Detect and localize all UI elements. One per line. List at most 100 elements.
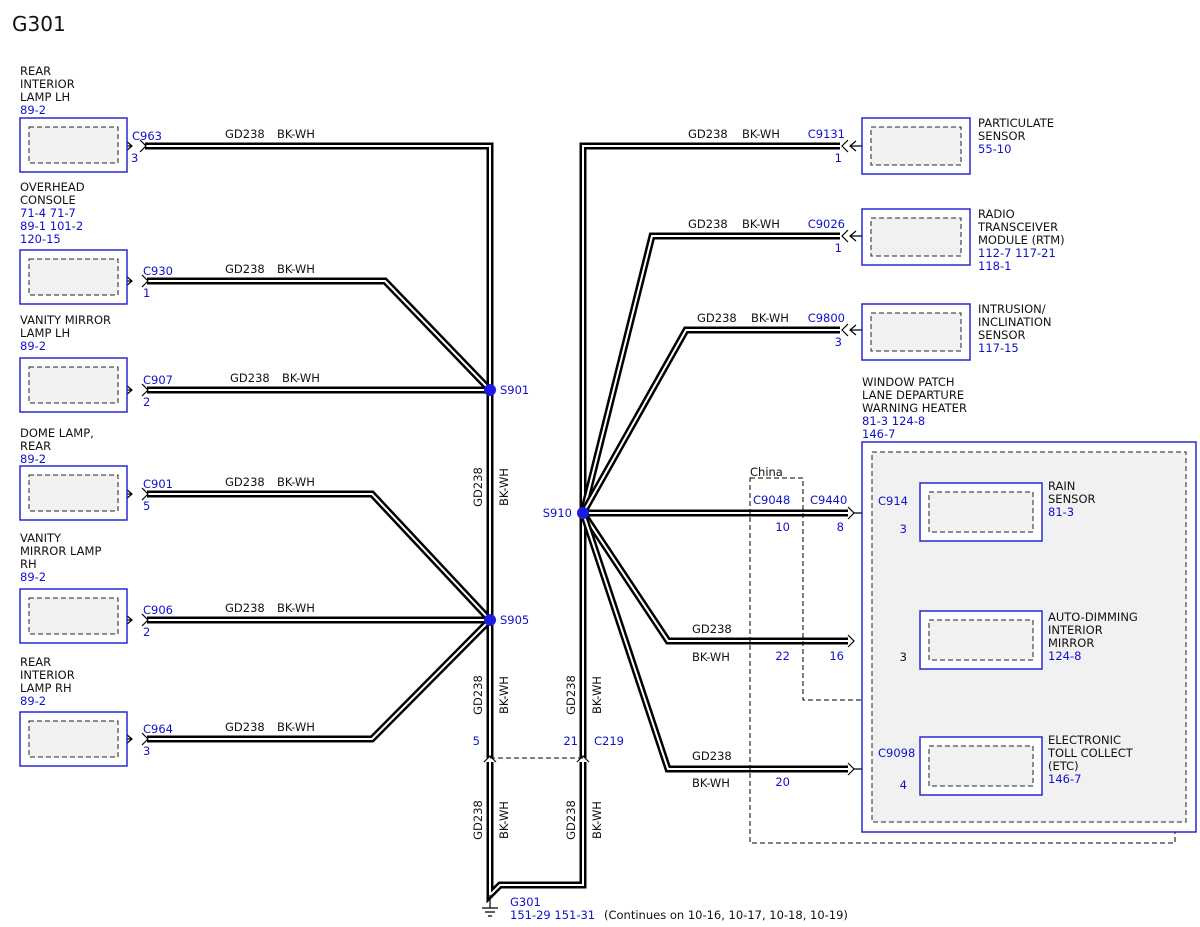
window-patch-name-line: WINDOW PATCH xyxy=(862,375,955,389)
left-1-name-line: OVERHEAD xyxy=(20,180,85,194)
left-3-ref: 89-2 xyxy=(20,452,46,466)
etc-wire-color: BK-WH xyxy=(692,776,730,790)
window-patch-ref: 81-3 124-8 xyxy=(862,414,925,428)
right-2-name-line: INTRUSION/ xyxy=(978,302,1046,316)
inner-0-name-line: RAIN xyxy=(1048,479,1075,493)
right-1-name-line: RADIO xyxy=(978,207,1015,221)
left-3-wire-color: BK-WH xyxy=(277,475,315,489)
splice-s905-label: S905 xyxy=(500,613,529,627)
inner-component-0-box-inner xyxy=(928,491,1034,533)
left-1-wire-color: BK-WH xyxy=(277,262,315,276)
right-2-pin: 3 xyxy=(835,335,842,349)
left-1-name-line: CONSOLE xyxy=(20,193,76,207)
right-1-name-line: TRANSCEIVER xyxy=(977,220,1058,234)
c219-pin-right: 21 xyxy=(563,734,578,748)
trunk-left-upper-code: GD238 xyxy=(471,467,485,507)
china-label: China xyxy=(750,465,783,479)
right-2-wire-code: GD238 xyxy=(697,311,737,325)
right-1-pin: 1 xyxy=(835,241,842,255)
inner-1-name-line: AUTO-DIMMING xyxy=(1048,610,1138,624)
splice-s901-label: S901 xyxy=(500,383,529,397)
right-2-name-line: SENSOR xyxy=(978,328,1026,342)
left-2-wire-code: GD238 xyxy=(230,371,270,385)
left-1-ref: 89-1 101-2 xyxy=(20,219,83,233)
inner-1-name-line: INTERIOR xyxy=(1048,623,1103,637)
left-0-name-line: INTERIOR xyxy=(20,77,75,91)
inner-0-pin: 3 xyxy=(900,522,907,536)
left-4-name-line: MIRROR LAMP xyxy=(20,544,101,558)
left-component-0-box-inner xyxy=(28,126,119,164)
trunk-right-mid-color: BK-WH xyxy=(590,676,604,714)
left-1-connector: C930 xyxy=(143,264,173,278)
rain-pin-china: 10 xyxy=(775,520,790,534)
left-1-ref: 120-15 xyxy=(20,232,61,246)
inner-1-name-line: MIRROR xyxy=(1048,636,1094,650)
splice-s905 xyxy=(484,614,496,626)
c219-connector xyxy=(482,755,590,917)
inner-0-name-line: SENSOR xyxy=(1048,492,1096,506)
mirror-wire-color: BK-WH xyxy=(692,650,730,664)
splice-s901 xyxy=(484,384,496,396)
left-2-pin: 2 xyxy=(143,395,150,409)
inner-component-2-box-inner xyxy=(928,745,1034,787)
left-5-ref: 89-2 xyxy=(20,694,46,708)
left-1-ref: 71-4 71-7 xyxy=(20,206,76,220)
china-region-outline xyxy=(749,477,1176,844)
right-1-wire-color: BK-WH xyxy=(742,217,780,231)
right-0-connector: C9131 xyxy=(808,127,845,141)
left-0-wire-color: BK-WH xyxy=(277,127,315,141)
c219-label: C219 xyxy=(594,734,624,748)
left-component-1-box-inner xyxy=(28,258,119,296)
mirror-pin-mid: 16 xyxy=(829,649,844,663)
right-component-2-box-inner xyxy=(870,312,962,352)
inner-component-1-box-inner xyxy=(928,619,1034,661)
left-1-wire-code: GD238 xyxy=(225,262,265,276)
trunk-left-upper-color: BK-WH xyxy=(497,468,511,506)
window-patch-name-line: WARNING HEATER xyxy=(862,401,967,415)
window-patch-ref: 146-7 xyxy=(862,427,895,441)
right-2-ref: 117-15 xyxy=(978,341,1019,355)
trunk-right-mid-code: GD238 xyxy=(564,675,578,715)
window-patch-name-line: LANE DEPARTURE xyxy=(862,388,964,402)
left-5-pin: 3 xyxy=(143,744,150,758)
left-1-pin: 1 xyxy=(143,286,150,300)
left-5-wire-color: BK-WH xyxy=(277,720,315,734)
left-connector-arrows xyxy=(117,139,149,746)
inline-connector-mid: C9440 xyxy=(810,493,847,507)
left-0-name-line: LAMP LH xyxy=(20,90,70,104)
right-2-connector: C9800 xyxy=(808,311,845,325)
left-3-wire-code: GD238 xyxy=(225,475,265,489)
left-4-ref: 89-2 xyxy=(20,570,46,584)
right-0-ref: 55-10 xyxy=(978,142,1011,156)
left-0-wire-code: GD238 xyxy=(225,127,265,141)
splices xyxy=(484,384,589,626)
inner-2-pin: 4 xyxy=(900,778,907,792)
right-2-name-line: INCLINATION xyxy=(978,315,1051,329)
left-component-2-box-inner xyxy=(28,366,119,404)
mirror-wire-code: GD238 xyxy=(692,622,732,636)
left-0-ref: 89-2 xyxy=(20,103,46,117)
right-component-1-box-inner xyxy=(870,217,962,257)
mirror-pin-china: 22 xyxy=(775,649,790,663)
rain-pin-mid: 8 xyxy=(837,520,844,534)
page-title: G301 xyxy=(12,12,66,36)
right-1-ref: 112-7 117-21 xyxy=(978,246,1056,260)
right-0-wire-code: GD238 xyxy=(688,127,728,141)
trunk-left-mid-code: GD238 xyxy=(471,675,485,715)
continues-note: (Continues on 10-16, 10-17, 10-18, 10-19… xyxy=(604,908,848,922)
right-1-name-line: MODULE (RTM) xyxy=(978,233,1065,247)
inner-0-connector: C914 xyxy=(878,494,908,508)
ground-label: G301 xyxy=(510,895,541,909)
right-0-name-line: SENSOR xyxy=(978,129,1026,143)
left-0-name-line: REAR xyxy=(20,64,51,78)
left-5-name-line: LAMP RH xyxy=(20,681,72,695)
inner-1-ref: 124-8 xyxy=(1048,649,1081,663)
c219-pin-left: 5 xyxy=(473,734,480,748)
left-2-name-line: VANITY MIRROR xyxy=(20,313,111,327)
left-5-wire-code: GD238 xyxy=(225,720,265,734)
left-5-name-line: INTERIOR xyxy=(20,668,75,682)
left-4-name-line: RH xyxy=(20,557,37,571)
right-1-ref: 118-1 xyxy=(978,259,1011,273)
left-2-wire-color: BK-WH xyxy=(282,371,320,385)
